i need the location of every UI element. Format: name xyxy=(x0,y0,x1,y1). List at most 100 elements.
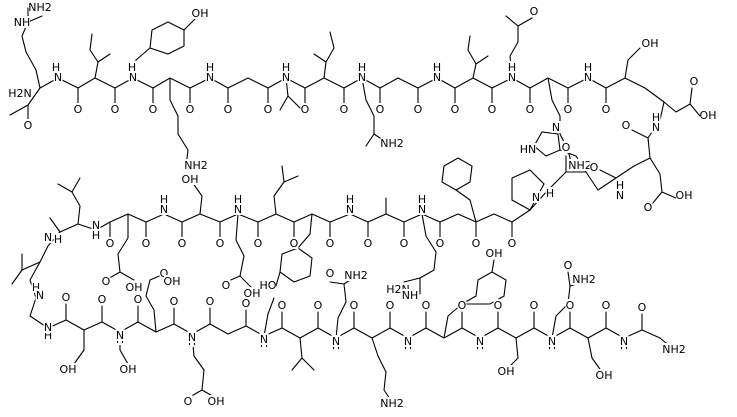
atom-label-bg xyxy=(551,121,561,133)
atom-label-bg xyxy=(596,369,612,381)
atom-label-bg xyxy=(127,61,137,73)
atom-label-bg xyxy=(253,237,263,249)
atom-label-n: N xyxy=(358,71,366,84)
atom-label-bg xyxy=(520,143,536,155)
atom-label-bg xyxy=(345,203,355,215)
atom-label-n: N xyxy=(418,203,426,216)
atom-label-o: O xyxy=(564,103,573,116)
atom-label-o: O xyxy=(414,103,423,116)
atom-label-bg xyxy=(450,103,460,115)
atom-label-bg xyxy=(148,103,158,115)
atom-label-n: N xyxy=(476,335,484,348)
atom-label-o: O xyxy=(216,237,225,250)
atom-label-h2n: H2N xyxy=(8,87,32,100)
atom-label-o: O xyxy=(376,103,385,116)
atom-label-bg xyxy=(565,299,575,311)
atom-label-bg xyxy=(676,189,692,201)
atom-label-bg xyxy=(289,237,299,249)
atom-label-bg xyxy=(545,187,555,199)
atom-label-hn: HN xyxy=(520,143,537,156)
atom-label-bg xyxy=(73,103,83,115)
atom-label-bg xyxy=(589,161,599,173)
atom-label-o: O xyxy=(278,299,287,312)
atom-label-bg xyxy=(223,103,233,115)
atom-label-bg xyxy=(643,201,653,213)
atom-label-o: O xyxy=(224,103,233,116)
atom-label-n: N xyxy=(44,321,52,334)
atom-label-o: O xyxy=(400,237,409,250)
atom-label-bg xyxy=(601,299,611,311)
atom-label-bg xyxy=(662,343,686,355)
atom-label-bg xyxy=(621,119,631,131)
atom-label-n: N xyxy=(188,331,196,344)
atom-label-bg xyxy=(475,335,485,347)
atom-label-bg xyxy=(615,179,625,191)
atom-label-h: H xyxy=(32,281,40,294)
atom-label-h: H xyxy=(546,187,554,200)
atom-label-n: N xyxy=(160,203,168,216)
atom-label-o: O xyxy=(602,299,611,312)
atom-label-n: N xyxy=(260,333,268,346)
atom-label-o: O xyxy=(564,259,573,272)
atom-label-o: O xyxy=(142,237,151,250)
atom-label-bg xyxy=(31,281,41,293)
atom-label-o: O xyxy=(644,201,653,214)
atom-label-o: O xyxy=(530,5,539,18)
atom-label-bg xyxy=(60,363,76,375)
atom-label-bg xyxy=(345,193,355,205)
atom-label-oh: OH xyxy=(120,363,137,376)
atom-label-o: O xyxy=(184,395,193,408)
atom-label-n: N xyxy=(532,191,540,204)
atom-label-bg xyxy=(300,103,310,115)
atom-label-o: O xyxy=(690,75,699,88)
atom-label-oh: OH xyxy=(208,395,225,408)
atom-label-bg xyxy=(35,289,45,301)
atom-label-bg xyxy=(53,233,63,245)
atom-label-nh2: NH2 xyxy=(568,159,592,172)
atom-label-bg xyxy=(375,103,385,115)
atom-label-bg xyxy=(457,299,467,311)
atom-label-bg xyxy=(277,299,287,311)
atom-label-bg xyxy=(385,299,395,311)
atom-label-o: O xyxy=(566,299,575,312)
atom-label-h: H xyxy=(282,61,290,74)
atom-label-oh: OH xyxy=(192,7,209,20)
atom-label-n: N xyxy=(54,71,62,84)
atom-label-oh: OH xyxy=(60,363,77,376)
atom-label-n: N xyxy=(508,71,516,84)
atom-label-n: N xyxy=(234,203,242,216)
atom-label-bg xyxy=(363,237,373,249)
atom-label-bg xyxy=(221,279,231,291)
atom-label-o: O xyxy=(206,295,215,308)
atom-label-o: O xyxy=(242,297,251,310)
atom-label-bg xyxy=(23,119,33,131)
atom-label-bg xyxy=(403,335,413,347)
atom-label-bg xyxy=(115,329,125,341)
atom-label-h: H xyxy=(160,193,168,206)
atom-label-o: O xyxy=(562,141,571,154)
atom-label-bg xyxy=(432,71,442,83)
atom-label-bg xyxy=(159,203,169,215)
pro-ring xyxy=(511,169,545,211)
atom-label-bg xyxy=(110,103,120,115)
atom-label-nh2: NH2 xyxy=(572,273,596,286)
atom-label-bg xyxy=(8,87,32,99)
atom-label-bg xyxy=(183,395,193,407)
atom-label-o: O xyxy=(62,291,71,304)
atom-label-o: O xyxy=(590,161,599,174)
atom-label-n: N xyxy=(346,203,354,216)
tyr-ring-bottom xyxy=(459,271,507,305)
atom-label-bg xyxy=(187,331,197,343)
arg-side-chain xyxy=(21,21,41,89)
atom-label-h: H xyxy=(616,179,624,192)
atom-label-bg xyxy=(583,71,593,83)
atom-label-o: O xyxy=(106,237,115,250)
atom-label-bg xyxy=(421,299,431,311)
atom-label-bg xyxy=(349,299,359,311)
atom-label-bg xyxy=(486,247,502,259)
atom-label-nh: NH xyxy=(14,16,31,29)
atom-label-nh2: NH2 xyxy=(380,397,404,410)
atom-label-bg xyxy=(241,297,251,309)
atom-label-o: O xyxy=(340,103,349,116)
